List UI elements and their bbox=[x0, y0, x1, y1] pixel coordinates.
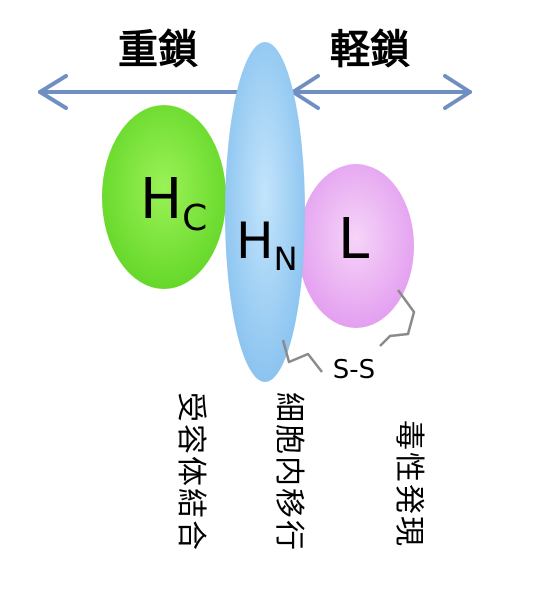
light-chain-arrow bbox=[291, 74, 472, 110]
hn-function-char: 胞 bbox=[271, 424, 306, 454]
hc-function-char: 結 bbox=[173, 488, 208, 518]
hn-function-char: 移 bbox=[271, 488, 306, 518]
l-function-char: 毒 bbox=[391, 420, 426, 450]
hn-domain-label: HN bbox=[236, 212, 298, 278]
hc-function-char: 受 bbox=[173, 392, 208, 422]
hc-function-char: 容 bbox=[173, 424, 208, 454]
hn-function-char: 細 bbox=[271, 392, 306, 422]
disulfide-bond bbox=[281, 289, 416, 373]
hn-domain bbox=[225, 42, 305, 382]
hc-domain bbox=[102, 105, 226, 289]
l-function-char: 発 bbox=[391, 484, 426, 514]
hn-function-label: 細 胞 内 移 行 bbox=[271, 392, 306, 550]
l-function-char: 現 bbox=[391, 516, 426, 546]
light-chain-label: 軽鎖 bbox=[330, 27, 410, 73]
hn-function-char: 内 bbox=[271, 456, 306, 486]
hc-domain-label: HC bbox=[140, 167, 207, 239]
hc-function-char: 体 bbox=[173, 456, 208, 486]
l-function-char: 性 bbox=[391, 452, 426, 482]
hc-function-label: 受 容 体 結 合 bbox=[173, 392, 208, 550]
disulfide-label: S-S bbox=[333, 355, 375, 385]
hc-function-char: 合 bbox=[173, 520, 208, 550]
l-domain-label: L bbox=[338, 207, 369, 272]
l-domain bbox=[298, 164, 414, 328]
l-function-label: 毒 性 発 現 bbox=[391, 420, 426, 546]
hn-function-char: 行 bbox=[271, 520, 306, 550]
heavy-chain-label: 重鎖 bbox=[118, 27, 198, 73]
